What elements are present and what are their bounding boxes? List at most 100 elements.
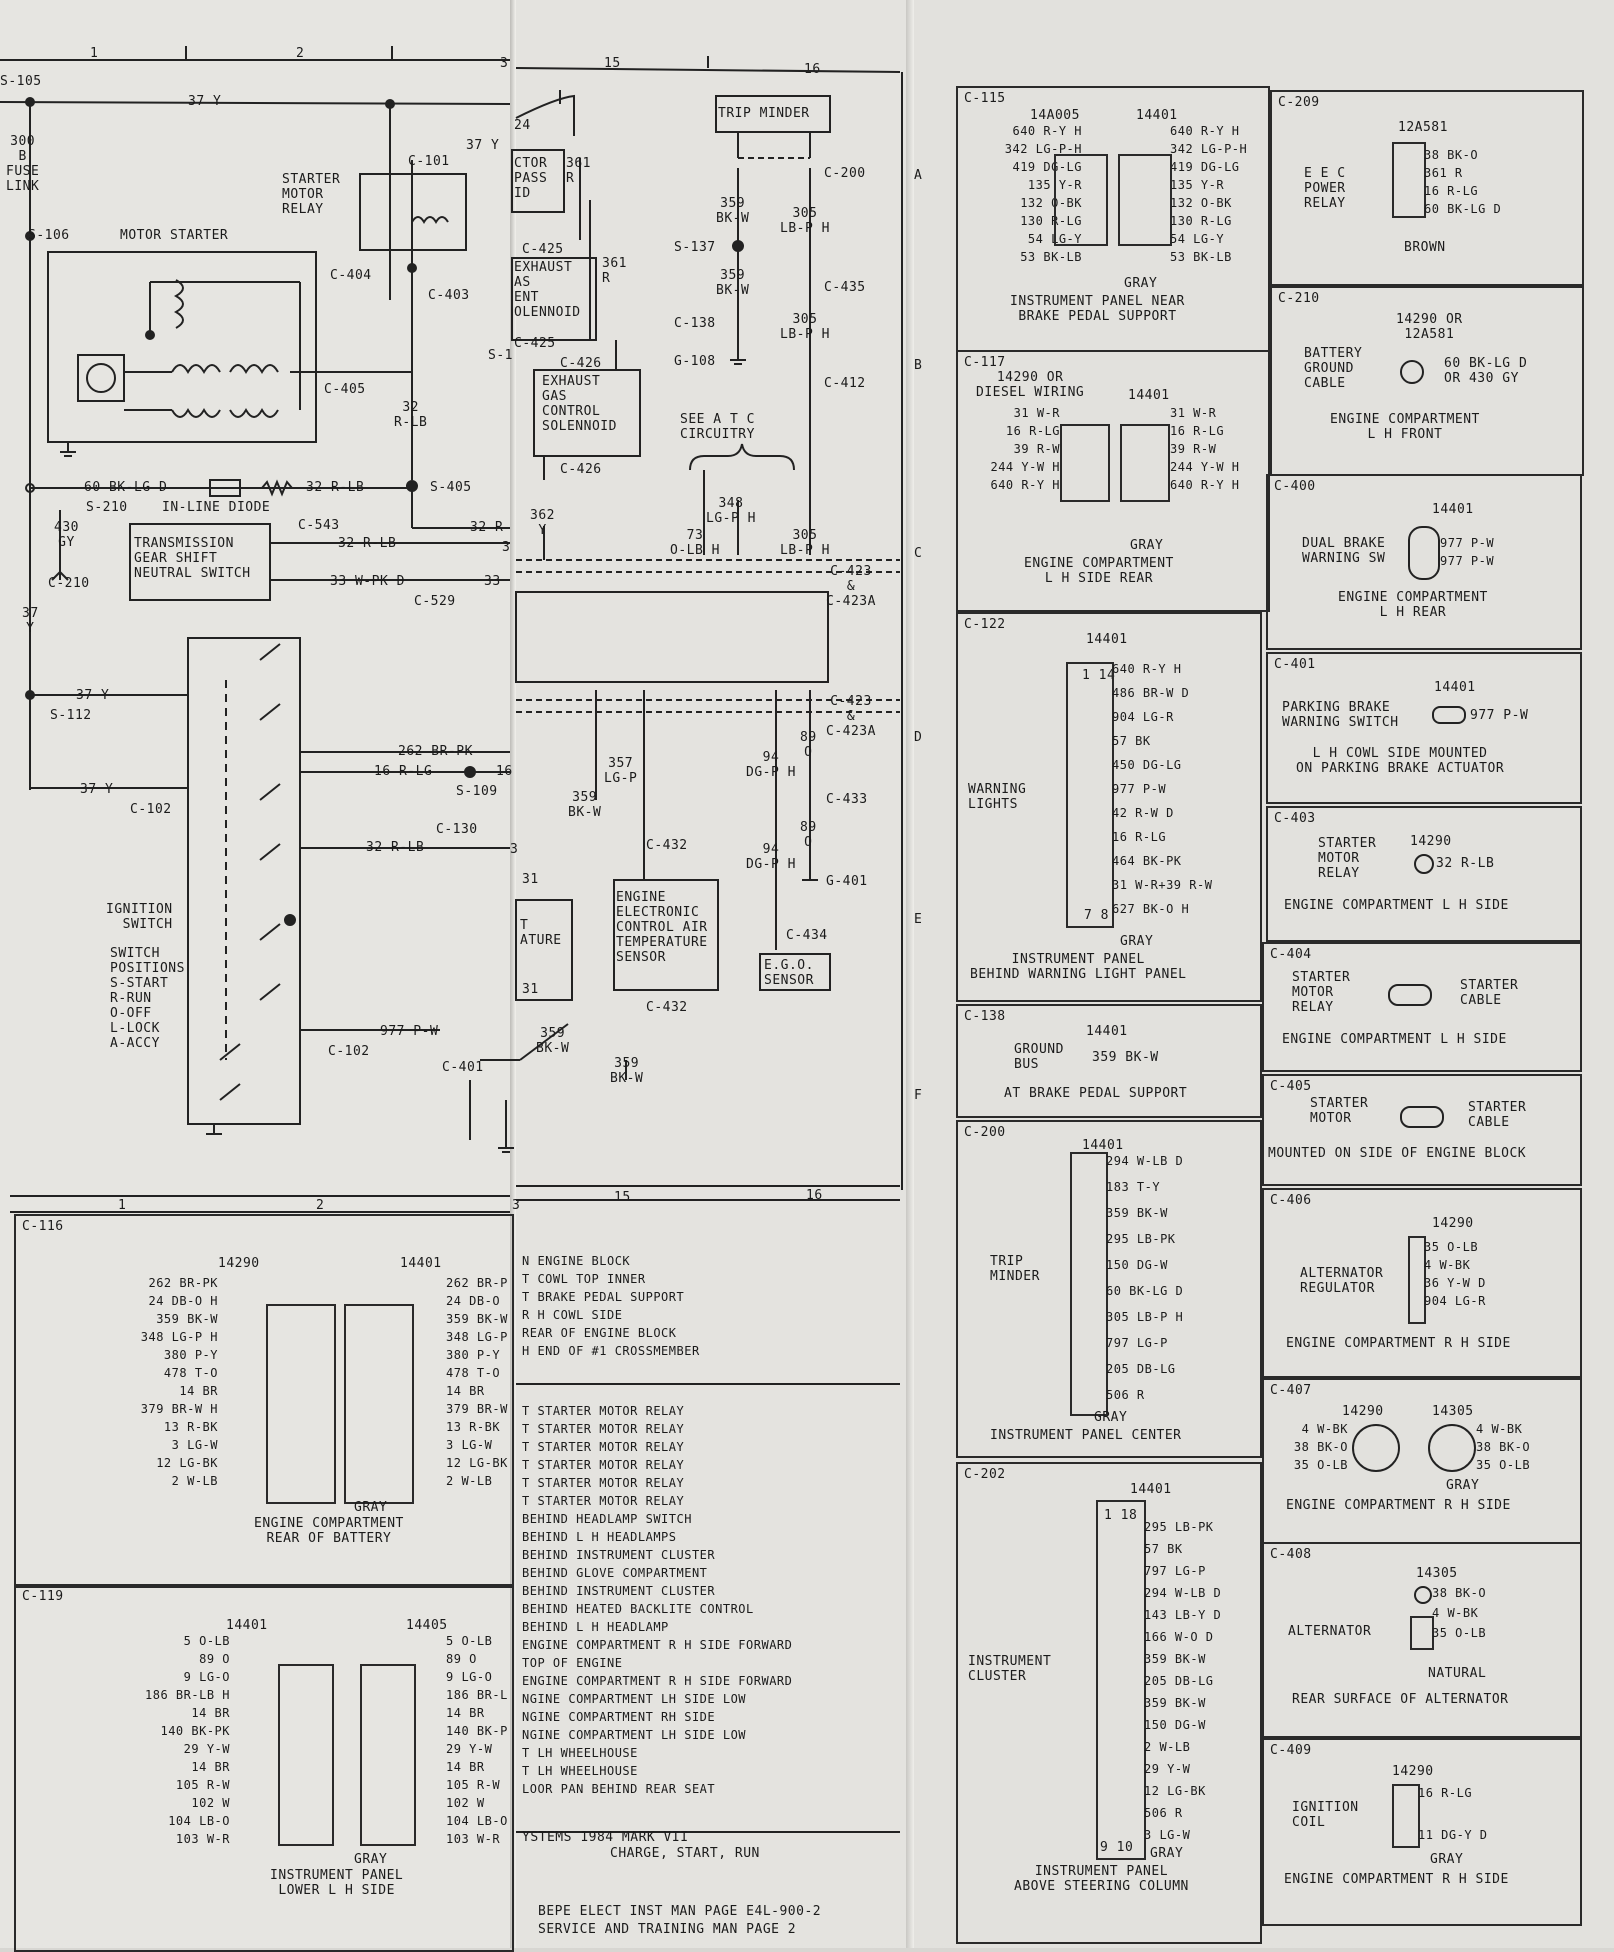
c406-device: ALTERNATOR REGULATOR	[1300, 1266, 1384, 1296]
label-c210: C-210	[48, 576, 90, 591]
wire-label: 359 BK-W	[1144, 1696, 1206, 1710]
label-430gy: 430 GY	[54, 520, 79, 550]
wire-label: 5 O-LB	[446, 1634, 493, 1648]
label-s105: S-105	[0, 74, 42, 89]
label-33wpk: 33 W-PK D	[330, 574, 405, 589]
label-305-2: 305 LB-P H	[780, 312, 830, 342]
location-entry: T LH WHEELHOUSE	[522, 1746, 638, 1760]
location-entry: BEHIND HEADLAMP SWITCH	[522, 1512, 692, 1526]
wire-label: 29 Y-W	[183, 1742, 230, 1756]
wire-label: 380 P-Y	[163, 1348, 218, 1362]
wire-label: 12 LG-BK	[446, 1456, 508, 1470]
c404-device: STARTER MOTOR RELAY	[1292, 970, 1351, 1015]
wire-label: 38 BK-O	[1476, 1440, 1531, 1454]
label-c543: C-543	[298, 518, 340, 533]
label-305-1: 305 LB-P H	[780, 206, 830, 236]
wire-label: 478 T-O	[163, 1366, 218, 1380]
label-c432b: C-432	[646, 1000, 688, 1015]
label-94-1: 94 DG-P H	[746, 750, 796, 780]
c116-connector-b	[344, 1304, 414, 1504]
c202-device: INSTRUMENT CLUSTER	[968, 1654, 1052, 1684]
c115-part-2: 14401	[1136, 108, 1178, 123]
wire-label: 294 W-LB D	[1106, 1154, 1184, 1168]
label-359-1: 359 BK-W	[716, 196, 750, 226]
c406-part: 14290	[1432, 1216, 1474, 1231]
c117-connector-b	[1120, 424, 1170, 502]
c115-location: INSTRUMENT PANEL NEAR BRAKE PEDAL SUPPOR…	[1010, 294, 1185, 324]
c202-pin-bot: 9 10	[1100, 1840, 1134, 1855]
c408-terminal-icon	[1414, 1586, 1432, 1604]
wire-label: 305 LB-P H	[1106, 1310, 1184, 1324]
label-33: 33	[484, 574, 501, 589]
location-entry: BEHIND L H HEADLAMPS	[522, 1530, 677, 1544]
label-37y-v: 37 Y	[22, 606, 39, 636]
c122-id: C-122	[964, 617, 1006, 632]
label-359-4: 359 BK-W	[610, 1056, 644, 1086]
c116-part-1: 14290	[218, 1256, 260, 1271]
c200-panel: C-200	[956, 1120, 1262, 1458]
wire-label: 348 LG-P	[446, 1330, 508, 1344]
ref-line-1: BEPE ELECT INST MAN PAGE E4L-900-2	[538, 1904, 822, 1919]
c409-color: GRAY	[1430, 1852, 1464, 1867]
label-s137: S-137	[674, 240, 716, 255]
c116-part-2: 14401	[400, 1256, 442, 1271]
c116-location: ENGINE COMPARTMENT REAR OF BATTERY	[254, 1516, 404, 1546]
label-s112: S-112	[50, 708, 92, 723]
c407-connector-a	[1352, 1424, 1400, 1472]
c138-part: 14401	[1086, 1024, 1128, 1039]
c400-switch-icon	[1408, 526, 1440, 580]
wire-label: 295 LB-PK	[1144, 1520, 1214, 1534]
c409-part: 14290	[1392, 1764, 1434, 1779]
col-2: 2	[296, 46, 305, 61]
wire-label: 14 BR	[446, 1706, 485, 1720]
wire-label: 262 BR-P	[446, 1276, 508, 1290]
label-g401: G-401	[826, 874, 868, 889]
label-c434: C-434	[786, 928, 828, 943]
c117-color: GRAY	[1130, 538, 1164, 553]
location-entry: BEHIND INSTRUMENT CLUSTER	[522, 1548, 716, 1562]
c405-wire: STARTER CABLE	[1468, 1100, 1527, 1130]
wire-label: 38 BK-O	[1432, 1586, 1487, 1600]
label-s1: S-1	[488, 348, 513, 363]
location-entry: LOOR PAN BEHIND REAR SEAT	[522, 1782, 716, 1796]
col-15: 15	[604, 56, 621, 71]
row-E: E	[914, 912, 923, 927]
c408-id: C-408	[1270, 1547, 1312, 1562]
wire-label: 295 LB-PK	[1106, 1232, 1176, 1246]
c117-part-1: 14290 OR DIESEL WIRING	[976, 370, 1085, 400]
wire-label: 38 BK-O	[1424, 148, 1479, 162]
c119-part-2: 14405	[406, 1618, 448, 1633]
label-c200: C-200	[824, 166, 866, 181]
label-s210: S-210	[86, 500, 128, 515]
wire-label: 38 BK-O	[1293, 1440, 1348, 1454]
wire-label: 244 Y-W H	[1170, 460, 1240, 474]
c209-connector	[1392, 142, 1426, 218]
wire-label: 977 P-W	[1440, 554, 1495, 568]
c408-part: 14305	[1416, 1566, 1458, 1581]
wire-label: 797 LG-P	[1144, 1564, 1206, 1578]
wire-label: 464 BK-PK	[1112, 854, 1182, 868]
c409-id: C-409	[1270, 1743, 1312, 1758]
c409-device: IGNITION COIL	[1292, 1800, 1359, 1830]
label-c426: C-426	[560, 356, 602, 371]
label-c423: C-423 & C-423A	[826, 564, 876, 609]
c409-connector	[1392, 1784, 1420, 1848]
label-37y-b: 37 Y	[466, 138, 500, 153]
wire-label: 3 LG-W	[446, 1438, 493, 1452]
wire-label: 380 P-Y	[446, 1348, 501, 1362]
c200-device: TRIP MINDER	[990, 1254, 1040, 1284]
wire-label: 35 O-LB	[1424, 1240, 1479, 1254]
wire-label: 135 Y-R	[1170, 178, 1225, 192]
label-trip-minder: TRIP MINDER	[718, 106, 810, 121]
label-eec-sensor: ENGINE ELECTRONIC CONTROL AIR TEMPERATUR…	[616, 890, 708, 965]
label-s109: S-109	[456, 784, 498, 799]
label-37y-d: 37 Y	[80, 782, 114, 797]
c401-panel: C-401	[1266, 652, 1582, 804]
label-see-atc: SEE A T C CIRCUITRY	[680, 412, 755, 442]
wire-label: 11 DG-Y D	[1418, 1828, 1488, 1842]
page-fold	[510, 0, 516, 1948]
c209-color: BROWN	[1404, 240, 1446, 255]
wire-label: 104 LB-O	[446, 1814, 508, 1828]
c401-part: 14401	[1434, 680, 1476, 695]
wire-label: 2 W-LB	[1144, 1740, 1191, 1754]
